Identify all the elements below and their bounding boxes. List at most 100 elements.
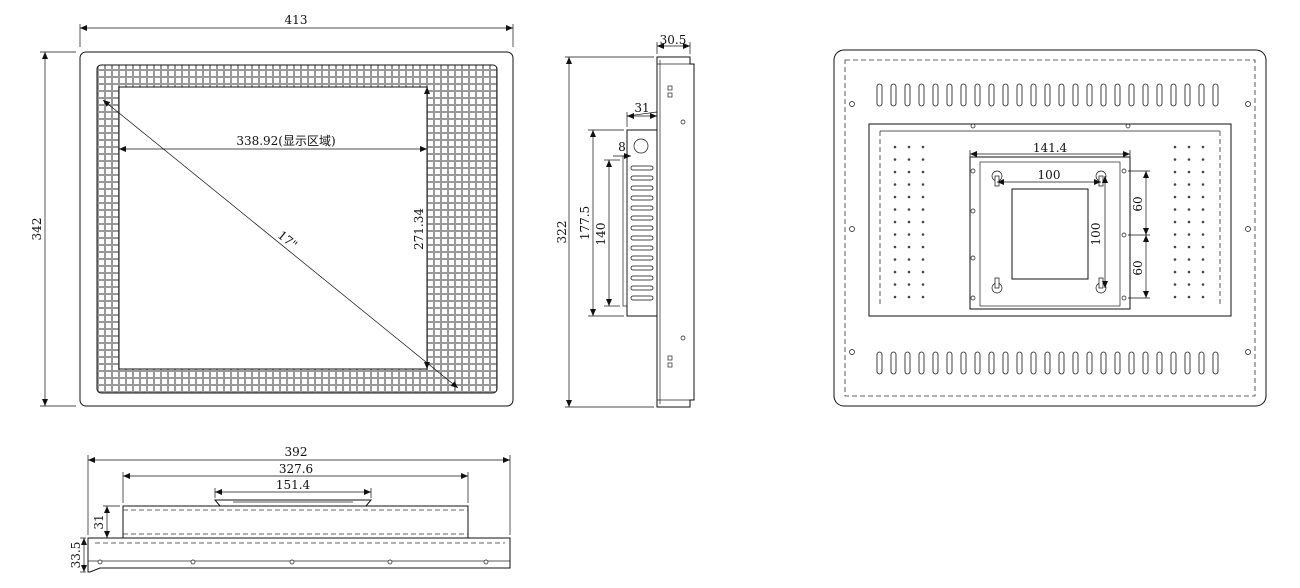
perforation-dot	[1187, 158, 1191, 161]
perforation-dot	[907, 145, 911, 149]
perforation-dot	[1187, 183, 1191, 186]
perforation-dot	[893, 295, 897, 299]
back-bottom-vent-slots	[876, 351, 1219, 375]
side-height-vent-label: 140	[594, 223, 608, 246]
perforation-dot	[907, 245, 911, 249]
side-offset-label: 8	[618, 140, 626, 154]
bottom-body-width-label: 327.6	[279, 462, 313, 476]
perforation-dot	[1187, 145, 1191, 149]
perforation-dot	[893, 258, 897, 261]
vesa-bracket	[969, 156, 1131, 310]
perforation-dot	[1173, 195, 1177, 199]
perforation-dot	[921, 145, 925, 149]
vesa-vertical-label: 100	[1089, 223, 1103, 246]
perforation-dot	[921, 208, 925, 211]
bottom-total-depth-label: 33.5	[69, 542, 83, 569]
perforation-dot	[1173, 245, 1177, 249]
perforation-dot	[893, 158, 897, 161]
back-view: 141.4 100 100 60 60	[833, 49, 1267, 407]
perforation-dot	[1201, 183, 1205, 186]
diagonal-dimension-line	[102, 99, 459, 389]
bracket-width-label: 141.4	[1033, 141, 1068, 155]
perforation-dot	[1187, 295, 1191, 299]
perforation-dot	[1187, 270, 1191, 274]
front-outer-frame	[79, 51, 514, 407]
perforation-dot	[1173, 145, 1177, 149]
front-height-label: 342	[30, 218, 44, 241]
perforation-dot	[893, 283, 897, 286]
front-display-area	[118, 86, 428, 370]
bottom-bracket	[213, 499, 373, 507]
perforation-dot	[1201, 258, 1205, 261]
perforation-dot	[1187, 170, 1191, 174]
perforation-dot	[921, 295, 925, 299]
perforation-dot	[893, 170, 897, 174]
front-width-label: 413	[285, 13, 308, 27]
lower-spacing-label: 60	[1131, 260, 1145, 275]
perforation-dot	[907, 158, 911, 161]
bottom-body-depth-label: 31	[92, 514, 106, 529]
back-top-vent-slots	[876, 83, 1219, 107]
perforation-dot	[1201, 295, 1205, 299]
perforation-dot	[907, 270, 911, 274]
perforation-dot	[1173, 208, 1177, 211]
side-view: 30.5 31 8 322 177.5 140	[555, 33, 695, 408]
perforation-dot	[907, 258, 911, 261]
perforation-dot	[893, 220, 897, 224]
perforation-dot	[907, 170, 911, 174]
perforation-dot	[921, 158, 925, 161]
side-knob-icon	[633, 138, 649, 154]
display-height-label: 271.34	[412, 208, 426, 250]
perforation-dot	[1173, 220, 1177, 224]
perforation-dot	[1201, 245, 1205, 249]
perforation-dot	[1201, 145, 1205, 149]
perforation-dot	[1173, 158, 1177, 161]
perforation-dot	[1187, 283, 1191, 286]
perforation-dot	[921, 195, 925, 199]
side-height-total-label: 322	[555, 221, 569, 244]
bottom-bracket-width-label: 151.4	[276, 478, 311, 492]
perforation-dot	[893, 145, 897, 149]
perforation-dot	[1187, 208, 1191, 211]
perforation-dot	[1201, 158, 1205, 161]
perforation-dot	[1201, 220, 1205, 224]
perforation-dot	[1201, 233, 1205, 236]
side-vent-slots	[630, 165, 654, 301]
perforation-dot	[1173, 183, 1177, 186]
back-perforation-left	[893, 145, 925, 299]
perforation-dot	[1201, 270, 1205, 274]
perforation-dot	[921, 233, 925, 236]
bottom-front-plate	[87, 537, 511, 573]
side-depth-body-label: 31	[634, 101, 649, 115]
perforation-dot	[1187, 245, 1191, 249]
side-depth-total-label: 30.5	[660, 33, 687, 47]
perforation-dot	[893, 183, 897, 186]
display-width-label: 338.92(显示区域)	[236, 134, 335, 148]
perforation-dot	[921, 220, 925, 224]
perforation-dot	[1187, 233, 1191, 236]
back-rear-body	[868, 123, 1232, 317]
perforation-dot	[921, 245, 925, 249]
perforation-dot	[1201, 208, 1205, 211]
perforation-dot	[907, 220, 911, 224]
perforation-dot	[907, 183, 911, 186]
perforation-dot	[893, 208, 897, 211]
perforation-dot	[921, 183, 925, 186]
bottom-view: 392 327.6 151.4 31 33.5	[69, 445, 511, 573]
perforation-dot	[1173, 258, 1177, 261]
front-view: 413 342 338.92(显示区域) 271.34 17"	[30, 13, 514, 407]
bottom-rear-body	[122, 505, 469, 539]
perforation-dot	[921, 258, 925, 261]
side-front-plate	[656, 56, 695, 408]
back-inner-dashed-outline	[844, 59, 1256, 397]
back-outer-frame	[833, 49, 1267, 407]
back-perforation-right	[1173, 145, 1205, 299]
perforation-dot	[1173, 170, 1177, 174]
perforation-dot	[907, 195, 911, 199]
perforation-dot	[1173, 283, 1177, 286]
vesa-horizontal-label: 100	[1038, 168, 1061, 182]
bottom-total-width-label: 392	[285, 445, 308, 459]
perforation-dot	[907, 233, 911, 236]
vesa-center-cutout	[1011, 188, 1089, 280]
